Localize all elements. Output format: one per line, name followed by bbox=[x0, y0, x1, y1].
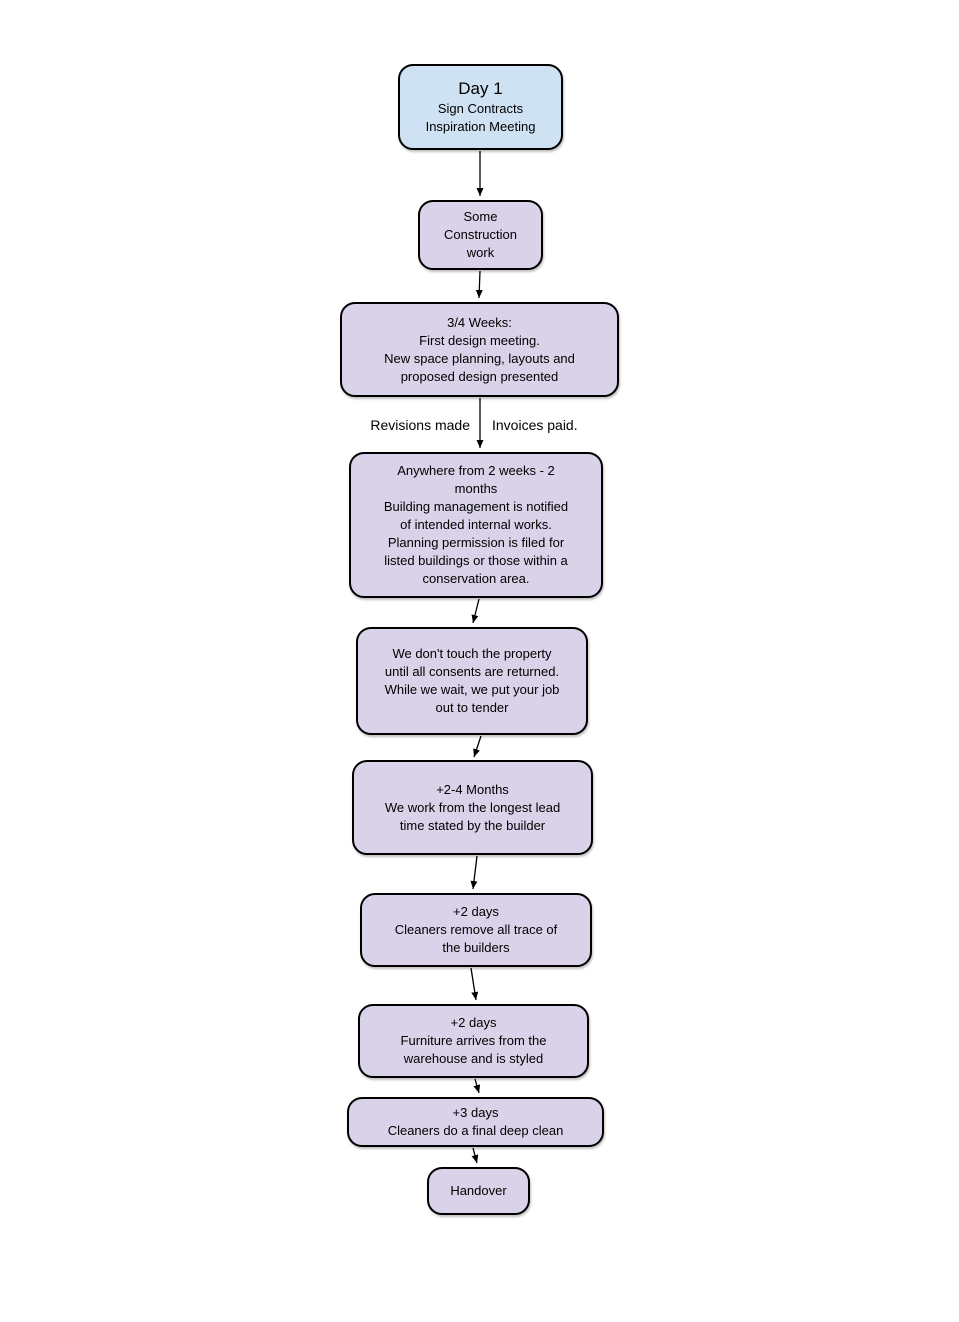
node-tender: We don't touch the property until all co… bbox=[356, 627, 588, 735]
node-deep-clean: +3 days Cleaners do a final deep clean bbox=[347, 1097, 604, 1147]
node-deep-clean-text: +3 days Cleaners do a final deep clean bbox=[387, 1105, 564, 1138]
node-build: +2-4 Months We work from the longest lea… bbox=[352, 760, 593, 855]
node-day-1-title: Day 1 bbox=[458, 79, 503, 98]
connector bbox=[470, 967, 479, 1001]
edge-label-invoices: Invoices paid. bbox=[492, 417, 578, 433]
node-permissions: Anywhere from 2 weeks - 2 months Buildin… bbox=[349, 452, 603, 598]
connector bbox=[470, 855, 478, 890]
node-day-1: Day 1 Sign Contracts Inspiration Meeting bbox=[398, 64, 563, 150]
connector bbox=[475, 270, 483, 299]
node-handover-text: Handover bbox=[450, 1183, 507, 1198]
node-builders-clean: +2 days Cleaners remove all trace of the… bbox=[360, 893, 592, 967]
node-handover: Handover bbox=[427, 1167, 530, 1215]
node-design-meeting-text: 3/4 Weeks: First design meeting. New spa… bbox=[384, 314, 575, 384]
node-build-text: +2-4 Months We work from the longest lea… bbox=[384, 781, 561, 833]
connector bbox=[471, 1147, 479, 1164]
node-design-meeting: 3/4 Weeks: First design meeting. New spa… bbox=[340, 302, 619, 397]
node-tender-text: We don't touch the property until all co… bbox=[384, 646, 560, 715]
node-day-1-text: Sign Contracts Inspiration Meeting bbox=[425, 101, 536, 134]
connector bbox=[473, 1078, 481, 1094]
edge-label-revisions: Revisions made bbox=[370, 417, 470, 433]
node-furniture-text: +2 days Furniture arrives from the wareh… bbox=[400, 1015, 547, 1066]
node-permissions-text: Anywhere from 2 weeks - 2 months Buildin… bbox=[383, 463, 569, 586]
connector bbox=[473, 735, 482, 758]
connector bbox=[471, 598, 480, 624]
node-furniture: +2 days Furniture arrives from the wareh… bbox=[358, 1004, 589, 1078]
node-construction-text: Some Construction work bbox=[444, 209, 517, 260]
node-builders-clean-text: +2 days Cleaners remove all trace of the… bbox=[394, 904, 558, 955]
node-construction: Some Construction work bbox=[418, 200, 543, 270]
